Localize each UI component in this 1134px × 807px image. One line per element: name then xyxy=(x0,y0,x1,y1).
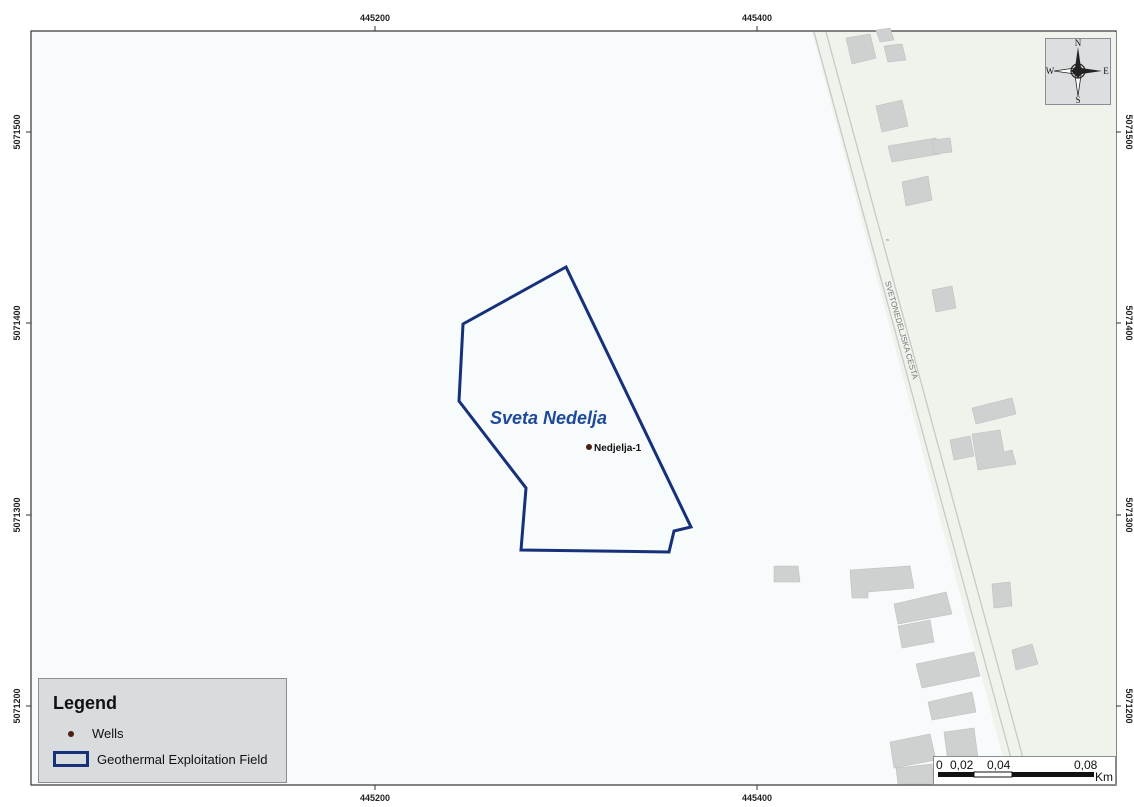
building xyxy=(845,33,877,65)
coord-top-1: 445200 xyxy=(360,13,390,23)
scale-label-002: 0,02 xyxy=(950,758,974,772)
coord-right-1: 5071500 xyxy=(1124,114,1134,149)
scale-label-004: 0,04 xyxy=(987,758,1011,772)
legend-item-label: Wells xyxy=(92,726,124,741)
coord-left-1: 5071500 xyxy=(12,114,22,149)
building xyxy=(893,591,953,625)
developed-area xyxy=(812,32,1116,784)
legend-title: Legend xyxy=(53,693,118,713)
building xyxy=(915,651,981,689)
building xyxy=(949,435,975,461)
building xyxy=(887,137,941,163)
building xyxy=(971,397,1017,425)
building xyxy=(849,565,915,599)
compass-s: S xyxy=(1075,95,1080,104)
legend-box: Legend Wells Geothermal Exploitation Fie… xyxy=(38,678,287,783)
north-arrow: N S E W xyxy=(1045,38,1111,105)
building xyxy=(897,619,935,649)
building xyxy=(901,175,933,207)
road xyxy=(813,31,1031,785)
coord-right-2: 5071400 xyxy=(1124,305,1134,340)
legend-item-field: Geothermal Exploitation Field xyxy=(53,751,268,767)
building xyxy=(773,565,801,583)
building xyxy=(931,285,957,313)
coord-left-3: 5071300 xyxy=(12,497,22,532)
geothermal-field-polygon[interactable] xyxy=(457,264,694,554)
scale-bar: 0 0,02 0,04 0,08 Km xyxy=(933,756,1116,785)
field-outline-icon xyxy=(53,751,89,767)
buildings xyxy=(773,27,1039,785)
coord-left-4: 5071200 xyxy=(12,688,22,723)
well-symbol-icon xyxy=(68,730,74,737)
well-marker[interactable] xyxy=(586,444,592,450)
building xyxy=(991,581,1013,609)
scale-bar-graphic xyxy=(938,771,1094,778)
coord-top-2: 445400 xyxy=(742,13,772,23)
building xyxy=(931,137,953,155)
building xyxy=(875,99,909,133)
legend-item-wells: Wells xyxy=(53,726,124,741)
compass-w: W xyxy=(1046,66,1055,76)
coord-bottom-2: 445400 xyxy=(742,793,772,803)
field-label: Sveta Nedelja xyxy=(490,408,607,428)
coord-bottom-1: 445200 xyxy=(360,793,390,803)
scale-label-0: 0 xyxy=(936,758,943,772)
building xyxy=(1011,643,1039,671)
building xyxy=(927,691,977,721)
coord-right-3: 5071300 xyxy=(1124,497,1134,532)
compass-rose-icon: N S E W xyxy=(1046,38,1110,105)
coord-left-2: 5071400 xyxy=(12,305,22,340)
scale-unit: Km xyxy=(1095,770,1113,784)
compass-e: E xyxy=(1103,66,1109,76)
coord-right-4: 5071200 xyxy=(1124,688,1134,723)
scale-label-008: 0,08 xyxy=(1074,758,1098,772)
legend-item-label: Geothermal Exploitation Field xyxy=(97,751,268,767)
compass-n: N xyxy=(1075,39,1082,48)
road-small-mark: ≈ xyxy=(886,238,890,244)
well-label: Nedjelja-1 xyxy=(594,443,642,454)
building xyxy=(875,27,895,43)
building xyxy=(883,43,907,63)
frame-ticks xyxy=(26,26,1121,790)
building xyxy=(971,429,1017,471)
